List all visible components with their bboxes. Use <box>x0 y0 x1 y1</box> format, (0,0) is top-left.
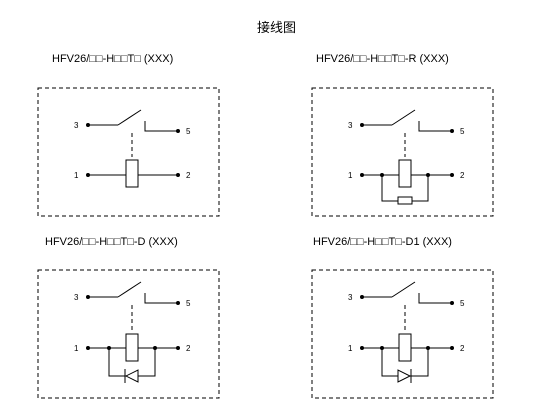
panel-1-frame <box>37 87 220 217</box>
panel-4-pin-5: 5 <box>460 299 465 308</box>
panel-2-parallel-resistor <box>380 173 430 205</box>
panel-4-frame <box>311 269 494 399</box>
panel-1-switch <box>86 109 180 157</box>
panel-4-pin-1: 1 <box>348 344 353 353</box>
panel-4-diode-d1: 3 5 1 2 <box>311 269 494 399</box>
panel-1-model-label: HFV26/□□-H□□T□ (XXX) <box>52 53 174 65</box>
panel-4-model-label: HFV26/□□-H□□T□-D1 (XXX) <box>313 236 452 248</box>
panel-4-switch <box>360 281 454 333</box>
panel-2-pin-1: 1 <box>348 171 353 180</box>
panel-1-coil <box>86 159 180 188</box>
panel-1-pin-5: 5 <box>186 127 191 136</box>
panel-2-resistor: 3 5 1 2 <box>311 87 494 217</box>
panel-4-coil <box>360 333 454 362</box>
panel-4-pin-3: 3 <box>348 293 353 302</box>
panel-2-frame <box>311 87 494 217</box>
panel-3-pin-2: 2 <box>186 344 191 353</box>
panel-3-switch <box>86 281 180 333</box>
panel-3-diode: 3 5 1 2 <box>37 269 220 399</box>
panel-3-pin-3: 3 <box>74 293 79 302</box>
resistor-symbol <box>397 196 413 205</box>
panel-4-pin-2: 2 <box>460 344 465 353</box>
panel-4-parallel-diode <box>380 346 430 383</box>
panel-1-pin-2: 2 <box>186 171 191 180</box>
panel-1-basic: 3 5 1 2 <box>37 87 220 217</box>
panel-3-coil <box>86 333 180 362</box>
panel-1-pin-1: 1 <box>74 171 79 180</box>
diode-symbol <box>124 369 139 383</box>
panel-2-switch <box>360 109 454 157</box>
panel-2-pin-3: 3 <box>348 121 353 130</box>
panel-3-pin-5: 5 <box>186 299 191 308</box>
diode-symbol <box>397 369 412 383</box>
panel-3-frame <box>37 269 220 399</box>
panel-3-model-label: HFV26/□□-H□□T□-D (XXX) <box>45 236 178 248</box>
page-title: 接线图 <box>256 21 296 36</box>
panel-3-pin-1: 1 <box>74 344 79 353</box>
panel-2-pin-2: 2 <box>460 171 465 180</box>
panel-2-model-label: HFV26/□□-H□□T□-R (XXX) <box>316 53 449 65</box>
panel-2-pin-5: 5 <box>460 127 465 136</box>
panel-3-parallel-diode <box>107 346 157 383</box>
panel-2-coil <box>360 159 454 188</box>
panel-1-pin-3: 3 <box>74 121 79 130</box>
